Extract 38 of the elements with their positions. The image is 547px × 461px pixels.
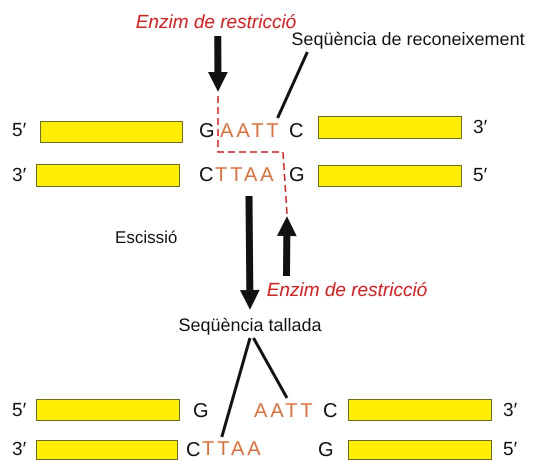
strand-end-label: 5′ bbox=[503, 440, 518, 459]
strand-end-label: 5′ bbox=[473, 166, 488, 185]
dna-strand-bar bbox=[40, 121, 183, 143]
base-letter: G bbox=[318, 440, 334, 460]
strand-end-label: 3′ bbox=[12, 166, 26, 185]
arrow bbox=[240, 196, 260, 310]
dna-strand-bar bbox=[318, 116, 462, 139]
strand-end-label: 3′ bbox=[12, 440, 26, 459]
arrow bbox=[208, 36, 228, 92]
base-sequence: TTAA bbox=[215, 165, 277, 185]
leader-line bbox=[220, 338, 252, 438]
dna-strand-bar bbox=[348, 440, 492, 460]
leader-line bbox=[252, 337, 288, 399]
annotation-label: Seqüència tallada bbox=[178, 316, 322, 334]
dna-strand-bar bbox=[318, 165, 462, 187]
base-letter: C bbox=[323, 401, 338, 421]
dna-strand-bar bbox=[36, 164, 180, 187]
strand-end-label: 5′ bbox=[12, 121, 26, 140]
strand-end-label: 5′ bbox=[12, 401, 26, 420]
arrow bbox=[276, 216, 297, 276]
base-letter: C bbox=[186, 440, 200, 460]
enzyme-label: Enzim de restricció bbox=[266, 280, 428, 300]
base-letter: G bbox=[289, 165, 305, 185]
base-letter: C bbox=[289, 121, 304, 141]
base-sequence: AATT bbox=[254, 401, 316, 421]
annotation-label: Seqüència de reconeixement bbox=[291, 30, 525, 48]
dna-strand-bar bbox=[348, 399, 492, 421]
enzyme-label: Enzim de restricció bbox=[136, 12, 296, 32]
base-letter: C bbox=[199, 165, 214, 185]
base-letter: G bbox=[199, 121, 215, 141]
base-letter: G bbox=[193, 401, 209, 421]
dna-strand-bar bbox=[36, 399, 180, 421]
strand-end-label: 3′ bbox=[473, 118, 488, 137]
strand-end-label: 3′ bbox=[503, 401, 518, 420]
base-sequence: AATT bbox=[220, 121, 282, 141]
dna-strand-bar bbox=[36, 440, 178, 460]
base-sequence: TTAA bbox=[202, 439, 264, 459]
leader-line bbox=[276, 51, 309, 119]
